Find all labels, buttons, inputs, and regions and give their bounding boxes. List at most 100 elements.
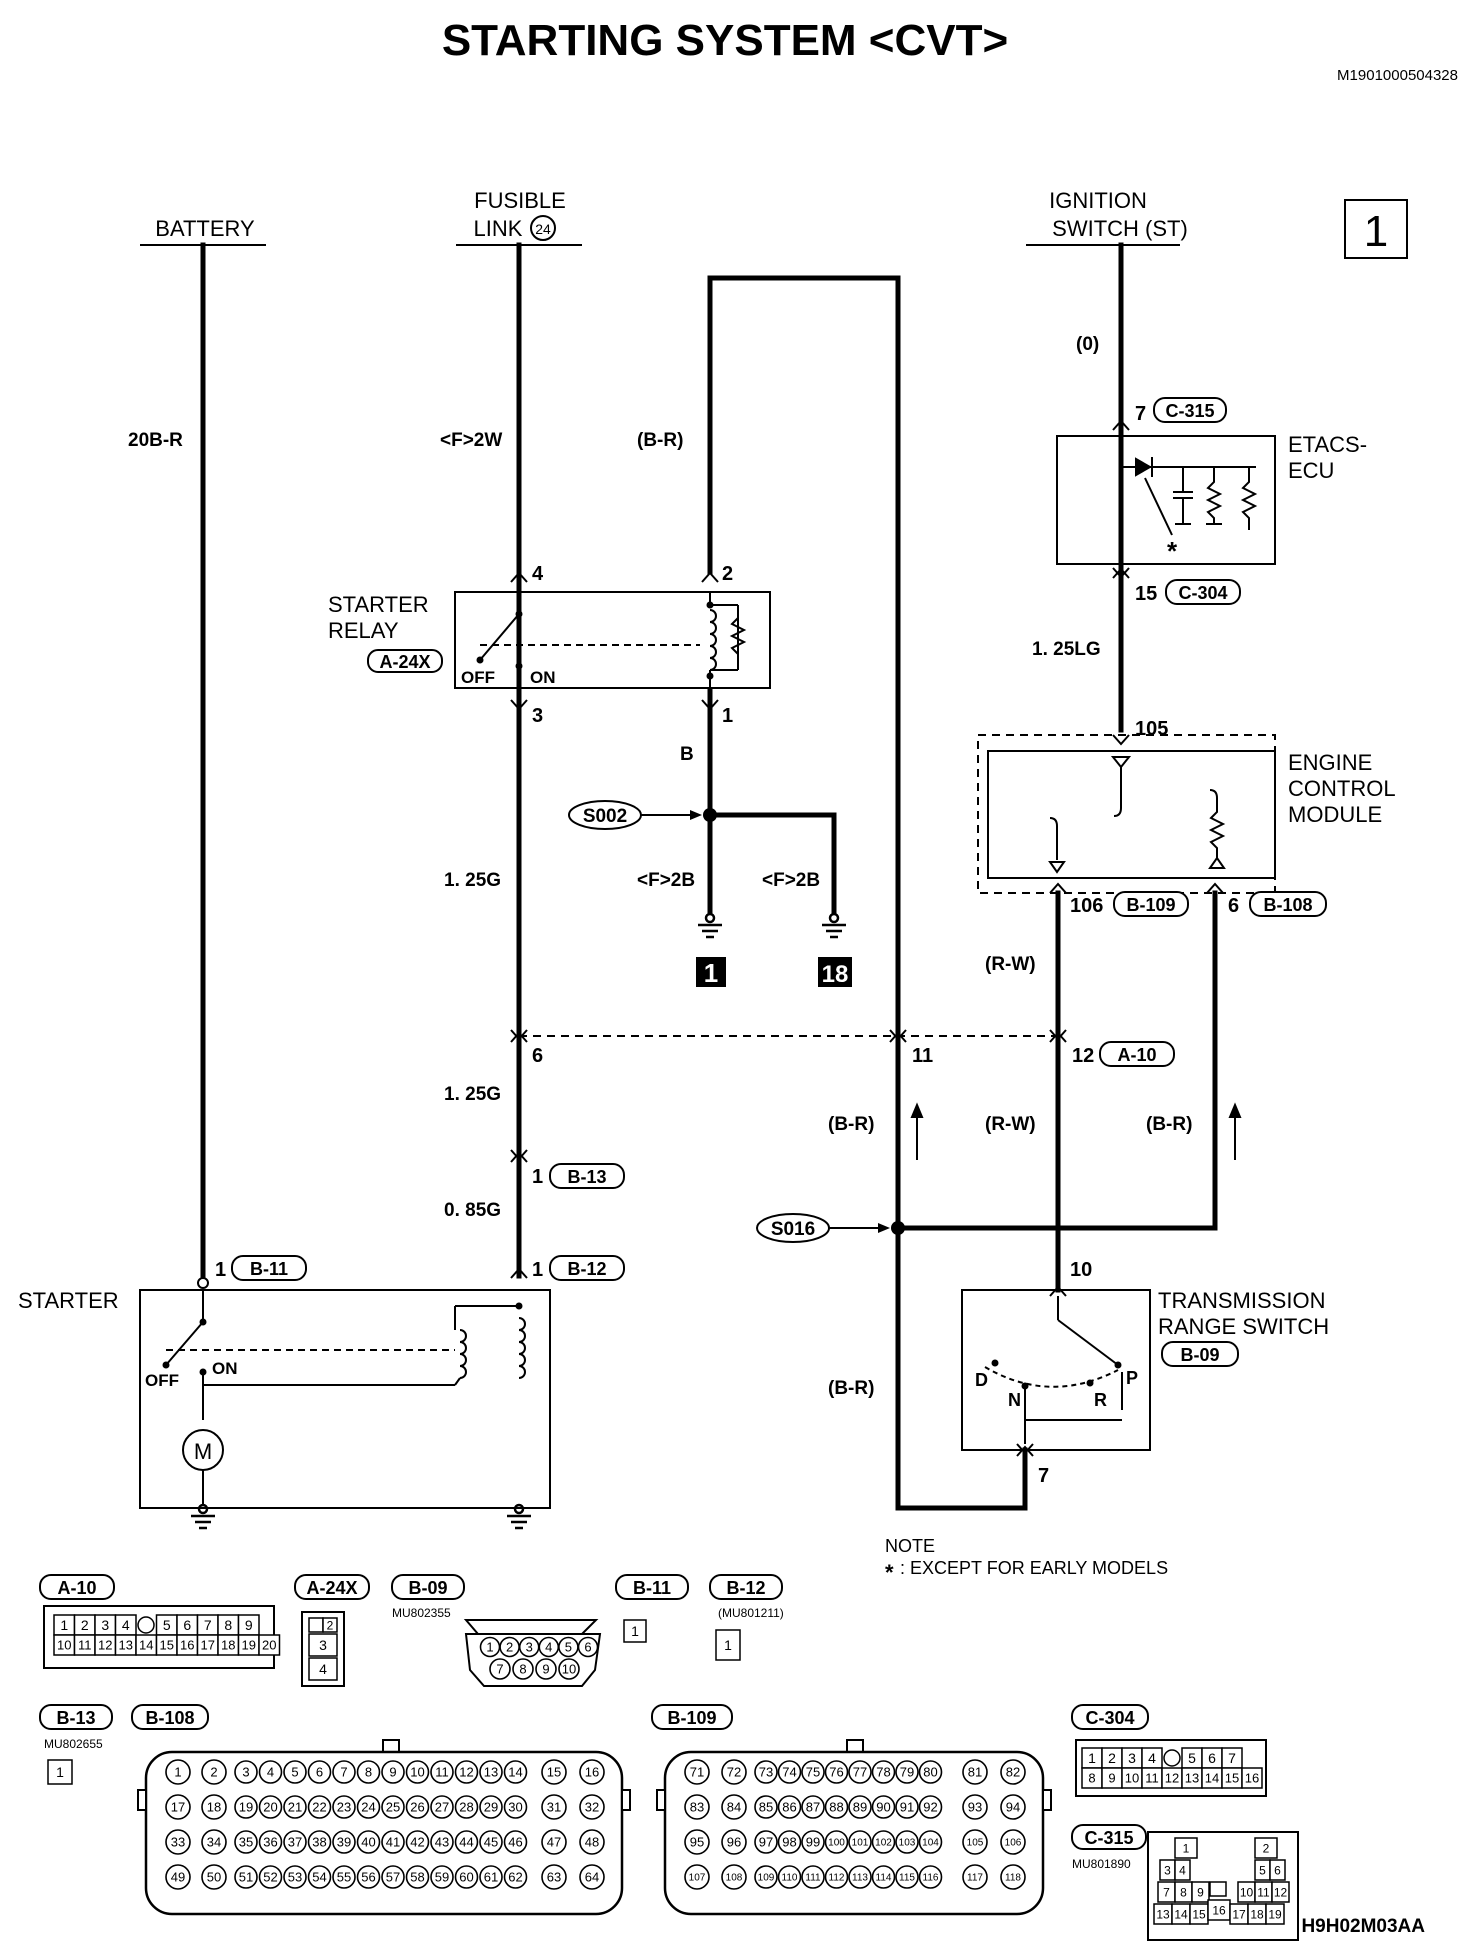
conn-b108-pin-49-text: 49	[171, 1870, 185, 1885]
conn-b109-pin-71-text: 71	[690, 1765, 704, 1780]
conn-b09-pin-3-text: 3	[526, 1640, 533, 1655]
conn-b108-pin-62-text: 62	[508, 1870, 522, 1885]
conn-c304-pin-2-text: 2	[1108, 1750, 1116, 1766]
conn-b109-pin-78-circle	[871, 1760, 896, 1784]
conn-b108-pin-26-text: 26	[410, 1800, 424, 1815]
conn-b108-pin-4-circle	[258, 1760, 283, 1784]
conn-b108-label: B-108	[145, 1708, 194, 1728]
conn-b09-pin-8-text: 8	[519, 1662, 526, 1677]
conn-b108-pin-52-circle	[258, 1865, 283, 1889]
conn-b108-pin-28-circle	[454, 1795, 479, 1819]
conn-b109-pin-87-circle	[801, 1795, 825, 1819]
conn-c315-shell	[1147, 1831, 1299, 1941]
wire-label-f2b-b: <F>2B	[762, 870, 820, 891]
conn-b109-pin-83-circle	[684, 1794, 710, 1820]
conn-b109-tag	[651, 1704, 733, 1730]
conn-c315-pin-13-text: 13	[1156, 1907, 1170, 1921]
ground-18-badge	[818, 957, 852, 987]
conn-b108-pin-45-circle	[479, 1830, 503, 1854]
conn-b108-pin-2-circle	[201, 1759, 227, 1785]
conn-b109-pin-104-text: 104	[922, 1838, 939, 1849]
conn-b13-part: MU802655	[44, 1737, 103, 1751]
conn-b108-pin-19-circle	[234, 1795, 258, 1819]
conn-c315-pin-18-text: 18	[1250, 1907, 1264, 1921]
conn-b108-pin-10-circle	[405, 1760, 430, 1784]
conn-b108-pin-14-circle	[503, 1760, 528, 1784]
conn-b108-pin-5-circle	[283, 1760, 307, 1784]
pin-6-b108: 6	[1228, 895, 1239, 917]
conn-b109-pin-75-text: 75	[806, 1765, 820, 1780]
conn-b109-pin-109-text: 109	[758, 1873, 775, 1884]
conn-b108-pin-60-circle	[454, 1865, 479, 1889]
conn-b09-part: MU802355	[392, 1606, 451, 1620]
starter-motor-label: M	[194, 1439, 212, 1464]
conn-a10-pin-5-text: 5	[163, 1617, 171, 1633]
conn-b108-pin-61-text: 61	[484, 1870, 498, 1885]
conn-b109-pin-115-circle	[895, 1865, 919, 1889]
conn-b108-pin-44-text: 44	[459, 1835, 473, 1850]
conn-b109-pin-77-circle	[848, 1760, 872, 1784]
conn-c315-label: C-315	[1084, 1828, 1133, 1848]
trs-contact-r	[1086, 1379, 1094, 1387]
conn-b109-pin-80-text: 80	[923, 1765, 937, 1780]
trs-n-label: N	[1008, 1390, 1021, 1410]
splice-s016-arrowhead	[878, 1223, 890, 1233]
conn-b109-pin-116-circle	[918, 1865, 943, 1889]
conn-b109-latch-r	[1042, 1789, 1052, 1811]
conn-b109-pin-94-circle	[1000, 1794, 1026, 1820]
wire-label-f2w: <F>2W	[440, 430, 502, 451]
conn-b108-pin-43-circle	[430, 1830, 454, 1854]
conn-c304-key	[1163, 1749, 1181, 1767]
conn-b108-pin-48-circle	[579, 1829, 605, 1855]
tag-a10-label: A-10	[1117, 1045, 1156, 1065]
wire-label-125lg: 1. 25LG	[1032, 639, 1101, 660]
ground-s002	[698, 912, 722, 939]
conn-b12-pin-1-cell	[715, 1629, 741, 1661]
conn-b108-pin-62-circle	[503, 1865, 528, 1889]
conn-b09-tag	[391, 1574, 465, 1600]
conn-c315-pin-1-cell	[1174, 1837, 1198, 1859]
ground-1-badge	[696, 957, 726, 987]
pin-105: 105	[1135, 718, 1168, 740]
tag-b109-label: B-109	[1126, 895, 1175, 915]
page-number: 1	[1364, 207, 1388, 256]
conn-a10-pin-3-text: 3	[101, 1617, 109, 1633]
conn-b108-latch-l	[137, 1789, 147, 1811]
conn-b109-pin-89-circle	[848, 1795, 872, 1819]
conn-c315-pin-19-text: 19	[1268, 1907, 1282, 1921]
conn-b109-pin-115-text: 115	[899, 1873, 915, 1884]
wire-label-085g: 0. 85G	[444, 1200, 501, 1221]
relay-contact-1	[515, 610, 523, 618]
conn-b108-pin-36-text: 36	[263, 1835, 277, 1850]
conn-c315-pin-11-text: 11	[1257, 1885, 1270, 1899]
conn-b108-pin-9-text: 9	[389, 1765, 396, 1780]
conn-b109-pin-99-circle	[801, 1830, 825, 1854]
conn-b109-pin-81-text: 81	[968, 1765, 982, 1780]
conn-b108-pin-58-text: 58	[410, 1870, 424, 1885]
tag-c304-label: C-304	[1178, 583, 1227, 603]
conn-b109-pin-78-text: 78	[876, 1765, 890, 1780]
conn-b108-pin-12-circle	[454, 1760, 479, 1784]
conn-b108-pin-14-text: 14	[508, 1765, 522, 1780]
pin-3: 3	[532, 705, 543, 727]
conn-b109-pin-82-circle	[1000, 1759, 1026, 1785]
conn-b108-pin-52-text: 52	[263, 1870, 277, 1885]
starter-relay-conn-tag	[367, 649, 443, 673]
conn-b108-pin-38-text: 38	[312, 1835, 326, 1850]
conn-b109-pin-86-circle	[777, 1795, 802, 1819]
conn-b11-tag	[615, 1574, 689, 1600]
conn-b108-pin-63-circle	[541, 1864, 567, 1890]
conn-b109-pin-85-text: 85	[759, 1800, 773, 1815]
conn-c315-pin-3-text: 3	[1164, 1863, 1171, 1877]
splice-s002-label: S002	[583, 806, 627, 827]
conn-b09-key	[463, 1619, 599, 1635]
conn-b108-pin-30-circle	[503, 1795, 528, 1819]
conn-a24x-label: A-24X	[306, 1578, 357, 1598]
conn-b108-pin-31-text: 31	[547, 1800, 561, 1815]
conn-c304-pin-13-text: 13	[1185, 1771, 1199, 1786]
tag-b13-label: B-13	[567, 1167, 606, 1187]
conn-b09-pin-8-circle	[512, 1658, 534, 1680]
conn-b108-pin-45-text: 45	[484, 1835, 498, 1850]
wire-label-f2b-a: <F>2B	[637, 870, 695, 891]
starter-relay-box	[454, 591, 771, 689]
